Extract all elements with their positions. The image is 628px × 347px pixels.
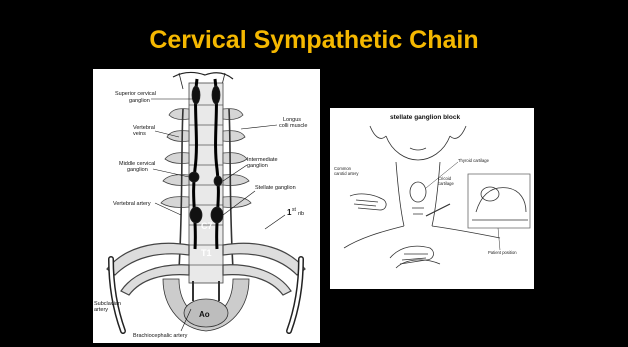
label-first-rib: rib [298,211,304,217]
label-t1: T1 [201,248,212,258]
label-middle-cervical-ganglion-2: ganglion [127,167,148,173]
label-superior-cervical-ganglion: Superior cervical [115,91,156,97]
label-vertebral-artery: Vertebral artery [113,201,151,207]
cervical-anatomy-figure: Superior cervical ganglion Vertebral vei… [93,69,320,343]
cervical-anatomy-drawing: Superior cervical ganglion Vertebral vei… [93,69,320,343]
label-intermediate-ganglion-2: ganglion [247,163,268,169]
label-cricoid-cartilage-2: cartilage [438,181,454,186]
stellate-block-drawing: stellate ganglion block [330,108,534,289]
label-thyroid-cartilage: Thyroid cartilage [458,158,490,163]
label-longus-colli-2: colli muscle [279,123,307,129]
label-superior-cervical-ganglion-2: ganglion [129,98,150,104]
label-aorta: Ao [199,310,210,319]
label-vertebral-veins-2: veins [133,131,146,137]
label-brachiocephalic-artery: Brachiocephalic artery [133,333,188,339]
stellate-block-figure: stellate ganglion block [330,108,534,289]
label-common-carotid-2: carotid artery [334,171,359,176]
label-stellate-ganglion: Stellate ganglion [255,185,296,191]
block-figure-title: stellate ganglion block [390,114,460,121]
block-sketch-lines [344,126,530,268]
label-first-rib-sup: st [292,207,297,213]
label-c7: C7 [201,221,213,231]
label-subclavian-artery-2: artery [94,307,108,313]
slide-title: Cervical Sympathetic Chain [0,26,628,55]
label-patient-position: Patient position [488,250,517,255]
